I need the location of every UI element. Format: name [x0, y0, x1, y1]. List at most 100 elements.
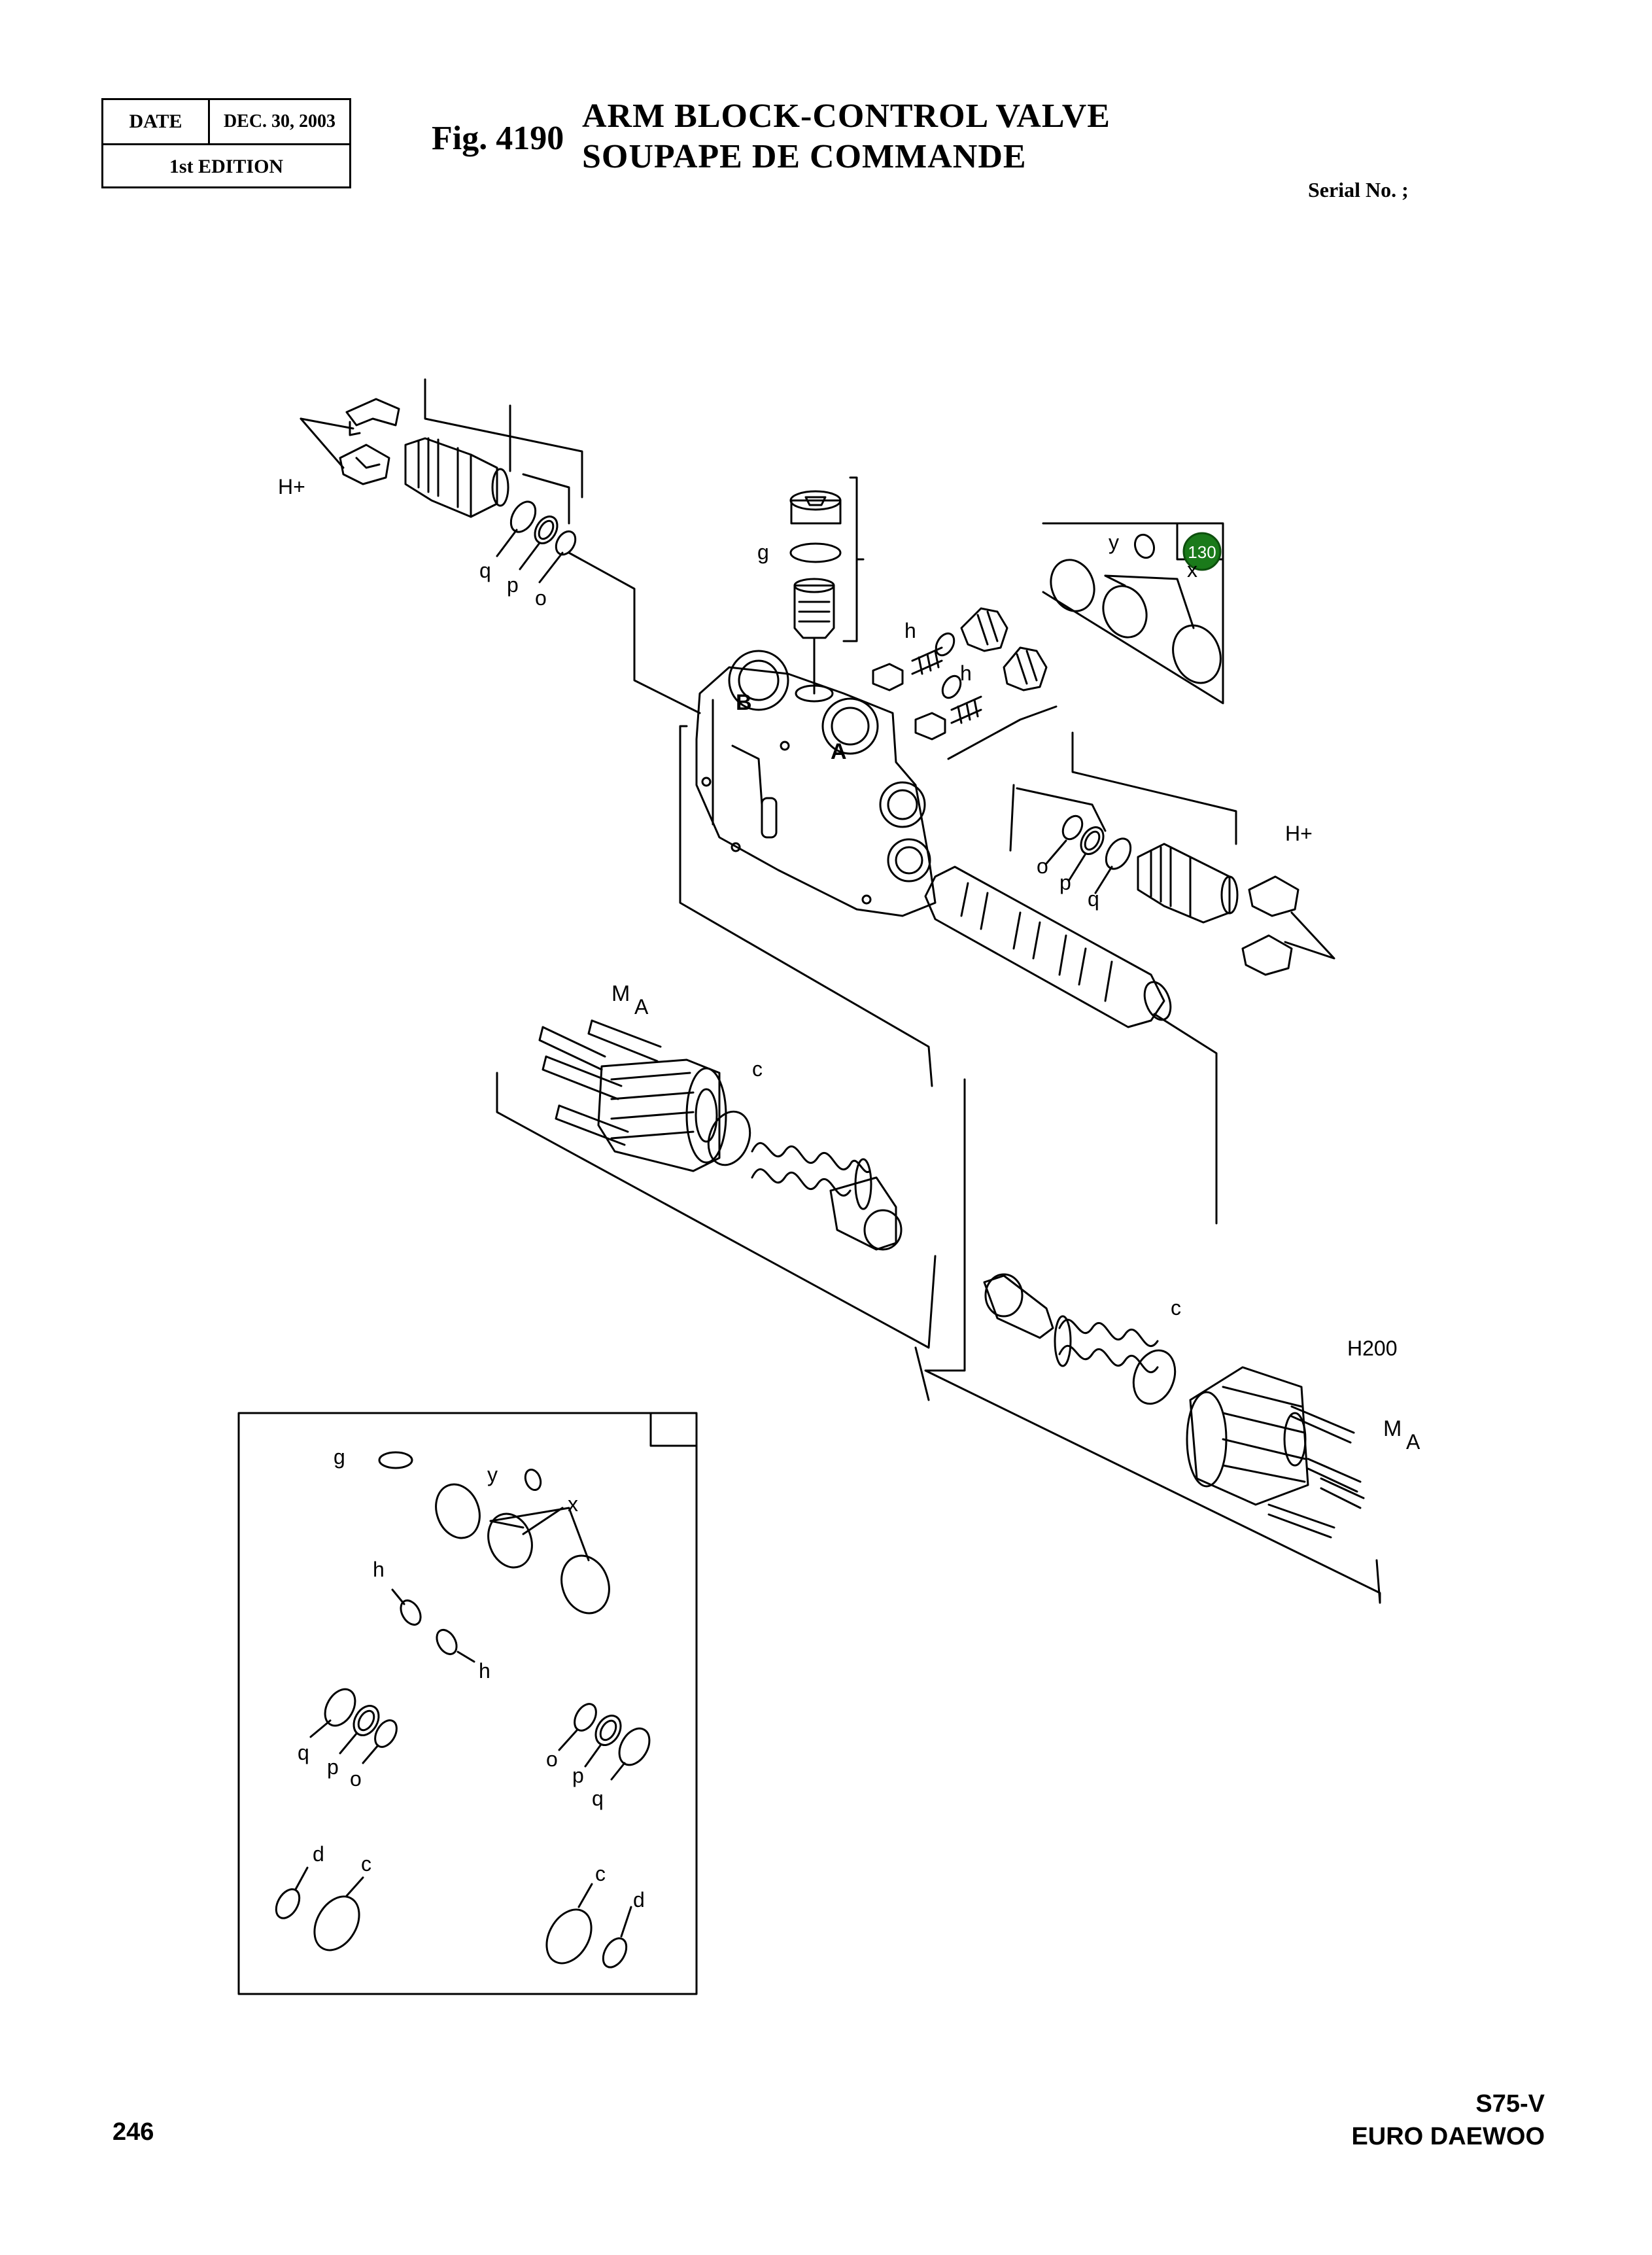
label-x-top: x [1187, 558, 1197, 582]
relief-cartridge-right [1137, 843, 1239, 924]
plug-check-assembly [789, 476, 865, 695]
spring-cap-left-assembly [496, 1019, 937, 1401]
kit-label-q-left: q [298, 1741, 309, 1764]
kit-label-x: x [568, 1492, 578, 1516]
kit-o-ring-q-left [324, 1688, 356, 1727]
label-g-top: g [757, 540, 769, 564]
label-c-left: c [752, 1057, 763, 1081]
label-o-right: o [1037, 854, 1048, 878]
cap-half-right-lower [1241, 934, 1293, 976]
label-h-top-1: h [904, 619, 916, 642]
label-h-top-2: h [960, 661, 972, 685]
page-title-french: SOUPAPE DE COMMANDE [582, 138, 1027, 175]
port-label-a: A [831, 739, 847, 764]
o-ring-o-left [555, 530, 577, 556]
label-h200: H200 [1347, 1337, 1398, 1360]
kit-o-ring-h-1 [400, 1599, 422, 1626]
label-h-plus-right: H+ [1285, 822, 1313, 845]
kit-label-h-2: h [479, 1659, 490, 1683]
label-y-top: y [1109, 531, 1119, 554]
o-ring-p-right-inner [1084, 830, 1101, 851]
label-a-left: A [634, 995, 649, 1019]
spring-seat-left [829, 1176, 903, 1251]
o-ring-x-1 [1050, 559, 1095, 612]
relief-valve-left-assembly [300, 378, 701, 714]
callout-badge-label: 130 [1188, 542, 1216, 562]
main-spool [924, 865, 1218, 1225]
kit-o-ring-p-left [353, 1705, 380, 1736]
kit-label-g: g [334, 1445, 345, 1469]
seal-kit-panel-top-right: 130 [1042, 522, 1224, 705]
date-label: DATE [103, 100, 210, 143]
label-q-left: q [479, 559, 491, 582]
o-ring-p-left-inner [538, 519, 555, 540]
valve-body-main: B A [679, 650, 937, 1087]
relief-cartridge-left [404, 437, 509, 518]
kit-o-ring-x-3 [560, 1554, 610, 1615]
relief-valve-right-assembly [1009, 731, 1335, 976]
o-ring-o-right [1061, 814, 1084, 841]
label-c-right: c [1171, 1296, 1181, 1320]
o-ring-x-2 [1102, 585, 1148, 638]
o-ring-c-right [1132, 1349, 1177, 1405]
kit-label-c-left: c [361, 1852, 371, 1876]
o-ring-y-kit [1133, 533, 1156, 559]
kit-o-ring-g [378, 1451, 413, 1469]
kit-label-o-left: o [350, 1767, 362, 1791]
label-h-plus-left: H+ [278, 475, 305, 498]
page-title-english: ARM BLOCK-CONTROL VALVE [582, 97, 1110, 135]
kit-label-o-right: o [546, 1747, 558, 1771]
date-row: DATE DEC. 30, 2003 [103, 100, 349, 145]
label-m-right: M [1383, 1416, 1402, 1441]
kit-o-ring-p-left-inner [357, 1709, 375, 1732]
kit-label-q-right: q [592, 1787, 604, 1810]
kit-o-ring-c-left [313, 1895, 360, 1951]
o-ring-c-left [707, 1110, 751, 1166]
kit-o-ring-d-right [602, 1937, 628, 1968]
label-a-right: A [1406, 1430, 1420, 1454]
page-number: 246 [112, 2118, 154, 2146]
seal-kit-panel-bottom [237, 1412, 698, 1995]
o-ring-g-top [789, 542, 842, 563]
date-edition-box: DATE DEC. 30, 2003 1st EDITION [101, 98, 351, 188]
label-p-left: p [507, 573, 519, 597]
kit-o-ring-o-right [574, 1703, 597, 1732]
kit-o-ring-p-right [594, 1715, 622, 1746]
spring-seat-right [983, 1273, 1054, 1339]
o-ring-x-3 [1172, 624, 1222, 684]
spring-left [751, 1142, 872, 1210]
kit-o-ring-d-left [275, 1888, 301, 1919]
brand-name: EURO DAEWOO [1351, 2123, 1545, 2150]
kit-o-ring-p-right-inner [599, 1719, 617, 1741]
spring-cap-right-assembly [924, 1078, 1381, 1604]
kit-o-ring-c-right [545, 1908, 593, 1965]
callout-badge-130 [1182, 532, 1222, 571]
o-ring-q-right [1105, 837, 1132, 870]
kit-o-ring-y [524, 1469, 542, 1491]
kit-label-d-left: d [313, 1842, 324, 1866]
kit-o-ring-h-2 [436, 1629, 458, 1655]
label-q-right: q [1088, 887, 1099, 911]
serial-number: Serial No. ; [1308, 178, 1409, 201]
label-m-left: M [611, 981, 630, 1006]
kit-label-y: y [487, 1463, 498, 1486]
label-o-left: o [535, 586, 547, 610]
kit-label-d-right: d [633, 1888, 645, 1912]
kit-o-ring-x-2 [487, 1512, 533, 1569]
date-value: DEC. 30, 2003 [223, 111, 336, 131]
kit-label-h-1: h [373, 1558, 385, 1581]
spring-housing-right [1186, 1366, 1309, 1506]
spring-right [1054, 1315, 1159, 1374]
figure-number: Fig. 4190 [432, 120, 564, 157]
port-label-b: B [736, 690, 752, 715]
edition-label: 1st EDITION [169, 156, 284, 177]
check-poppets [872, 607, 1058, 760]
kit-o-ring-o-left [374, 1719, 398, 1748]
o-ring-h-2 [941, 674, 962, 699]
cap-half-upper [345, 398, 400, 436]
kit-label-p-right: p [572, 1764, 584, 1787]
o-ring-h-1 [935, 632, 955, 657]
kit-label-p-left: p [327, 1755, 339, 1779]
spring-housing-left [597, 1058, 727, 1172]
